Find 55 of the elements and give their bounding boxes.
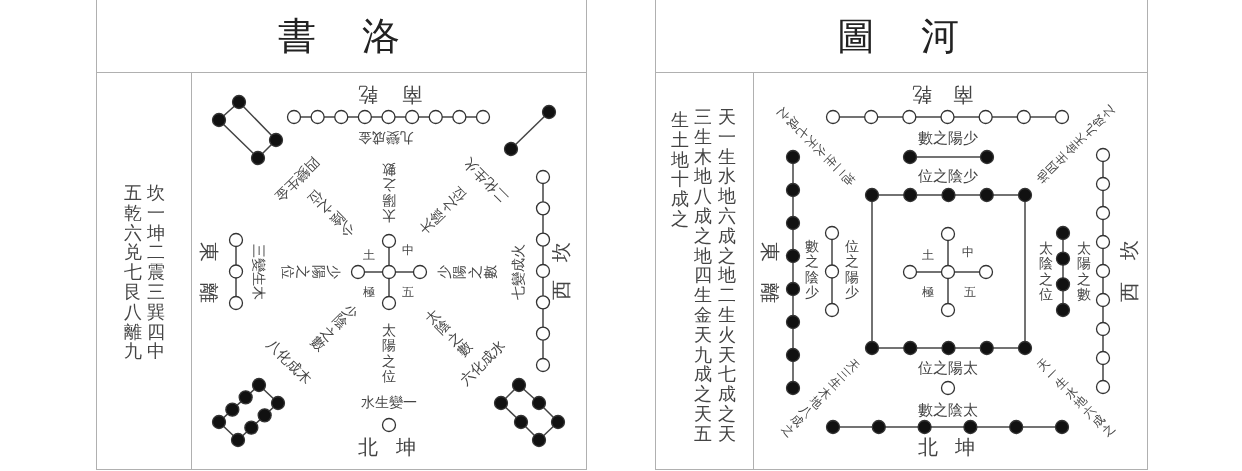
- annotation-text: 太陽之數: [382, 161, 396, 223]
- verse-column: 生土地十成之: [671, 109, 689, 229]
- annotation-text: 五: [402, 284, 414, 300]
- annotation-text: 少陰之數: [307, 301, 361, 355]
- annotation-text: 三變生木: [250, 244, 268, 300]
- annotation-text: 位之陽少: [845, 239, 859, 301]
- direction-label: 乾: [358, 83, 378, 107]
- direction-label: 南: [402, 83, 422, 107]
- annotation-text: 五: [964, 284, 976, 300]
- annotation-text: 少陽之位: [279, 265, 341, 279]
- direction-label: 東: [758, 242, 782, 262]
- annotation-text: 少陽之數: [437, 265, 499, 279]
- verse-column: 坎一坤二震三巽四中: [147, 182, 165, 362]
- annotation-text: 位之陰少: [918, 167, 978, 185]
- annotation-text: 太陰之位: [416, 183, 470, 237]
- annotation-text: 少陰之位: [304, 186, 358, 240]
- annotation-text: 位之陽太: [918, 359, 978, 377]
- annotation-text: 水生變一: [361, 393, 417, 411]
- annotation-text: 太陰之位: [1039, 241, 1053, 303]
- direction-label: 坤: [955, 435, 975, 459]
- annotation-text: 極: [363, 284, 375, 300]
- direction-label: 坎: [1117, 240, 1141, 260]
- direction-label: 西: [1117, 282, 1141, 302]
- annotation-text: 九變成金: [358, 129, 414, 147]
- direction-label: 離: [758, 283, 782, 303]
- verse-column: 五乾六兑七艮八離九: [124, 182, 142, 362]
- direction-label: 西: [549, 280, 573, 300]
- annotation-text: 太陰之數: [422, 306, 476, 360]
- direction-label: 坤: [396, 435, 416, 459]
- direction-label: 北: [358, 435, 378, 459]
- annotation-text: 七變成火: [509, 244, 527, 300]
- panel-title: 書 洛: [277, 14, 405, 60]
- verse-column: 天一生水地六成之地二生火天七成之天: [718, 106, 736, 444]
- direction-label: 離: [197, 283, 221, 303]
- annotation-text: 地二生火天七成之: [774, 104, 858, 188]
- annotation-text: 地四生金天九成之: [1034, 102, 1118, 186]
- annotation-text: 中: [402, 242, 414, 258]
- annotation-text: 天三生木地八成之: [778, 356, 862, 440]
- annotation-text: 土: [922, 247, 934, 263]
- annotation-text: 中: [962, 244, 974, 260]
- annotation-text: 數之陽少: [918, 129, 978, 147]
- verse-column: 三生木地八成之地四生金天九成之天五: [694, 106, 712, 444]
- direction-label: 乾: [912, 83, 932, 107]
- panel-title: 圖 河: [836, 14, 964, 60]
- annotation-text: 極: [922, 284, 934, 300]
- direction-label: 東: [197, 242, 221, 262]
- annotation-text: 土: [363, 247, 375, 263]
- direction-label: 坎: [549, 242, 573, 262]
- annotation-text: 太陽之位: [382, 323, 396, 385]
- direction-label: 南: [953, 83, 973, 107]
- annotation-text: 數之陰太: [918, 401, 978, 419]
- annotation-text: 太陽之數: [1077, 241, 1091, 303]
- direction-label: 北: [918, 435, 938, 459]
- annotation-text: 天一生水地六成之: [1034, 356, 1118, 440]
- annotation-text: 數之陰少: [805, 239, 819, 301]
